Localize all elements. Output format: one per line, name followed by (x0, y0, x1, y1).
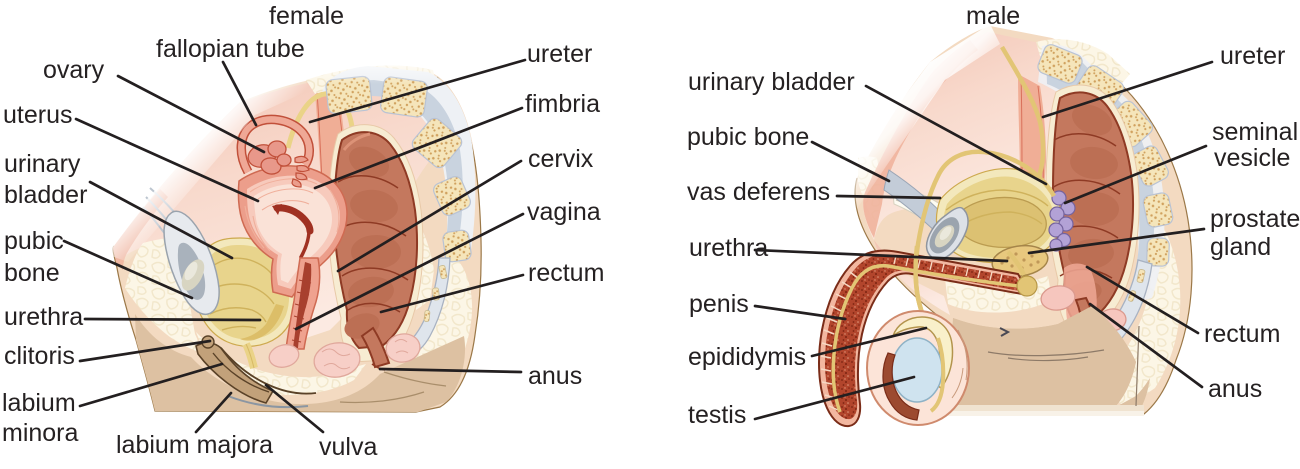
svg-text:fimbria: fimbria (525, 90, 600, 118)
svg-text:cervix: cervix (528, 145, 594, 173)
svg-text:male: male (966, 2, 1020, 30)
svg-text:labium majora: labium majora (116, 431, 273, 459)
svg-text:uterus: uterus (3, 101, 72, 129)
svg-text:anus: anus (528, 362, 582, 390)
svg-text:rectum: rectum (528, 259, 604, 287)
svg-text:vulva: vulva (319, 433, 377, 461)
svg-text:urinary: urinary (4, 150, 81, 178)
svg-text:urethra: urethra (689, 234, 768, 262)
svg-text:ureter: ureter (1220, 42, 1285, 70)
svg-text:ureter: ureter (527, 40, 592, 68)
svg-text:prostate: prostate (1210, 205, 1300, 233)
svg-text:vas deferens: vas deferens (687, 178, 830, 206)
svg-text:clitoris: clitoris (4, 342, 75, 370)
svg-text:bladder: bladder (4, 181, 87, 209)
svg-text:urinary bladder: urinary bladder (688, 68, 855, 96)
svg-text:minora: minora (2, 419, 79, 447)
svg-text:vagina: vagina (527, 198, 601, 226)
svg-text:anus: anus (1208, 375, 1262, 403)
svg-text:epididymis: epididymis (688, 343, 806, 371)
svg-text:female: female (269, 2, 344, 30)
svg-text:labium: labium (2, 389, 76, 417)
svg-text:pubic bone: pubic bone (687, 123, 809, 151)
svg-text:bone: bone (4, 259, 60, 287)
svg-text:testis: testis (688, 401, 746, 429)
svg-text:gland: gland (1210, 233, 1271, 261)
svg-text:fallopian tube: fallopian tube (156, 35, 305, 63)
svg-text:penis: penis (689, 290, 749, 318)
svg-text:rectum: rectum (1204, 320, 1280, 348)
svg-text:pubic: pubic (4, 227, 64, 255)
svg-text:urethra: urethra (4, 303, 83, 331)
svg-text:seminal: seminal (1212, 118, 1298, 146)
svg-text:vesicle: vesicle (1214, 144, 1290, 172)
svg-text:ovary: ovary (43, 56, 105, 84)
